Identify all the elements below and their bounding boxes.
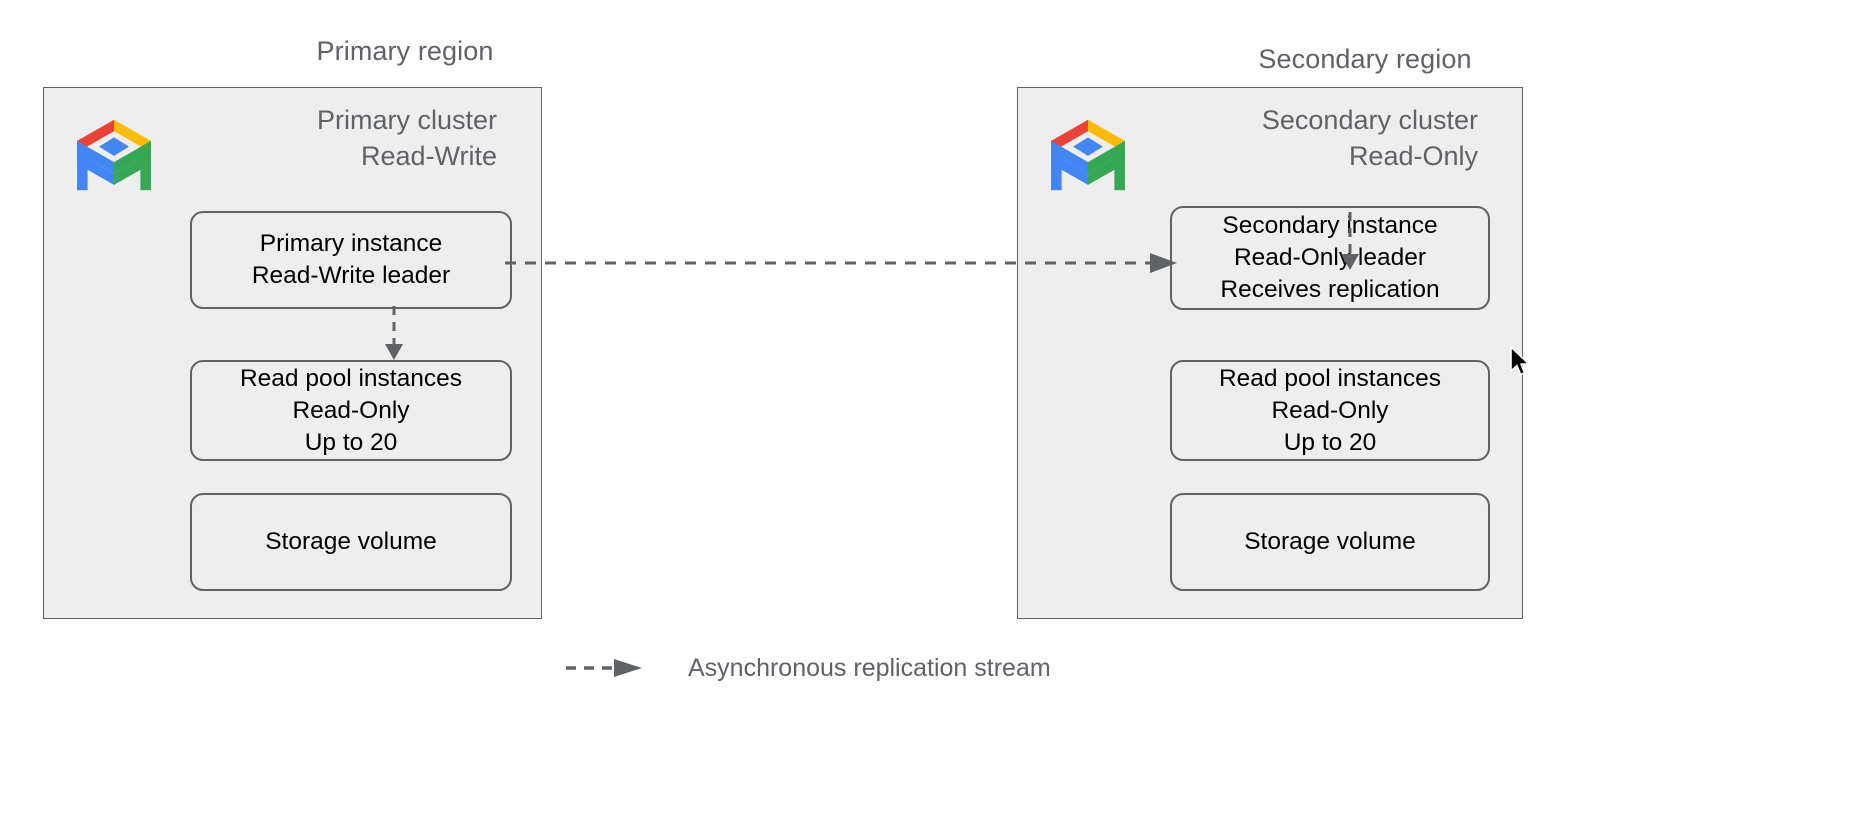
- node-secondary-instance[interactable]: Secondary instance Read-Only leader Rece…: [1170, 206, 1490, 310]
- node-secondary-instance-line1: Secondary instance: [1222, 212, 1438, 239]
- node-secondary-readpool[interactable]: Read pool instances Read-Only Up to 20: [1170, 360, 1490, 461]
- node-secondary-readpool-line1: Read pool instances: [1218, 364, 1441, 392]
- node-primary-instance-line2: Read-Write leader: [251, 262, 451, 289]
- node-primary-storage-line1: Storage volume: [265, 528, 437, 555]
- node-primary-readpool[interactable]: Read pool instances Read-Only Up to 20: [190, 360, 512, 461]
- cluster-title-primary-line2: Read-Write: [360, 141, 497, 171]
- node-secondary-storage[interactable]: Storage volume: [1170, 493, 1490, 591]
- cluster-title-secondary-line1: Secondary cluster: [1261, 105, 1478, 135]
- legend: Asynchronous replication stream: [566, 646, 1086, 690]
- node-primary-readpool-line2: Read-Only: [292, 396, 410, 424]
- cluster-primary: Primary cluster Read-Write Primary insta…: [43, 87, 542, 619]
- alloydb-logo-secondary: [1044, 111, 1132, 199]
- node-secondary-readpool-line2: Read-Only: [1271, 396, 1389, 424]
- node-primary-readpool-line3: Up to 20: [304, 428, 398, 456]
- arrow-primary-instance-to-readpool: [385, 306, 403, 360]
- node-secondary-instance-line3: Receives replication: [1220, 276, 1440, 303]
- node-secondary-readpool-line3: Up to 20: [1283, 428, 1377, 456]
- region-label-secondary: Secondary region: [1258, 44, 1472, 74]
- node-secondary-instance-line2: Read-Only leader: [1233, 244, 1427, 271]
- node-primary-instance-line1: Primary instance: [259, 230, 443, 257]
- alloydb-logo-primary: [70, 111, 158, 199]
- region-label-primary: Primary region: [316, 36, 494, 66]
- node-primary-storage[interactable]: Storage volume: [190, 493, 512, 591]
- cluster-title-primary-line1: Primary cluster: [316, 105, 497, 135]
- node-primary-instance[interactable]: Primary instance Read-Write leader: [190, 211, 512, 309]
- cluster-title-secondary-line2: Read-Only: [1348, 141, 1478, 171]
- cluster-title-secondary: Secondary cluster Read-Only: [1262, 102, 1478, 174]
- legend-dashed-arrow-icon: [566, 659, 642, 677]
- node-primary-readpool-line1: Read pool instances: [239, 364, 462, 392]
- cluster-secondary: Secondary cluster Read-Only Secondary in…: [1017, 87, 1523, 619]
- node-secondary-storage-line1: Storage volume: [1244, 528, 1416, 555]
- legend-label: Asynchronous replication stream: [688, 653, 1051, 682]
- cluster-title-primary: Primary cluster Read-Write: [317, 102, 497, 174]
